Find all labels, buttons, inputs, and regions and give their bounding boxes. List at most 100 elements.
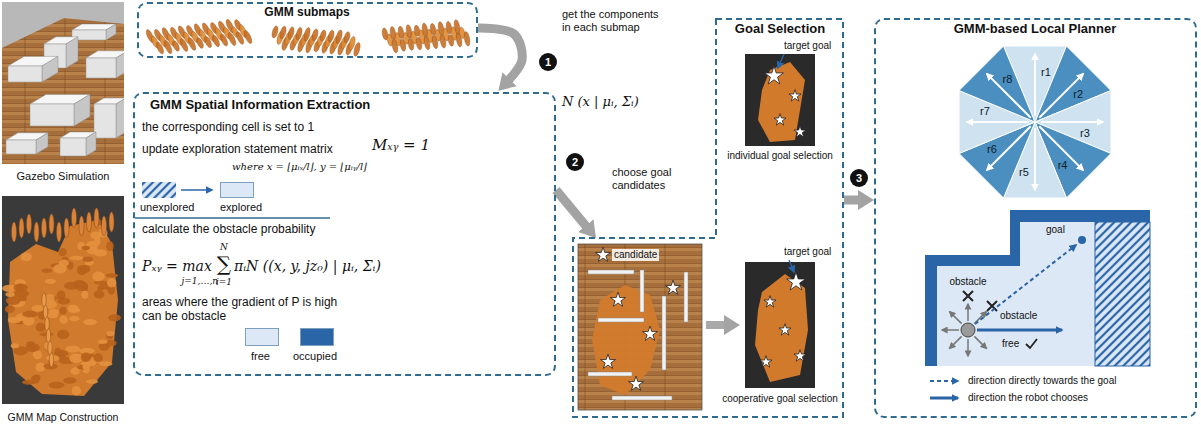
direction-octagon bbox=[959, 46, 1111, 198]
block-side bbox=[66, 37, 78, 68]
gaussian-ellipse bbox=[93, 353, 103, 362]
formula-limit: j=1,…,n bbox=[182, 276, 219, 286]
block-side bbox=[36, 133, 48, 154]
map-panel bbox=[745, 54, 815, 146]
wall-ellipse bbox=[102, 216, 107, 236]
wall-ellipse bbox=[27, 214, 32, 234]
formula: Pₓᵧ = max bbox=[142, 258, 212, 274]
gaussian-ellipse bbox=[22, 311, 37, 318]
sector-label: r6 bbox=[987, 143, 997, 156]
wall-ellipse bbox=[34, 222, 39, 242]
gaussian-ellipse bbox=[67, 304, 78, 312]
direction-arrow bbox=[987, 126, 1031, 170]
pointer-line bbox=[789, 260, 794, 272]
explored-region bbox=[592, 285, 660, 395]
goal-star bbox=[794, 126, 806, 137]
unexplored-area bbox=[1095, 222, 1150, 366]
gaussian-ellipse bbox=[99, 361, 113, 366]
formula-limit: N bbox=[220, 242, 228, 252]
formula: N (x | μᵢ, Σᵢ) bbox=[562, 95, 639, 110]
legend-text: explored bbox=[220, 201, 262, 214]
goal-star bbox=[794, 350, 806, 361]
wood-floor bbox=[578, 244, 702, 410]
goal-star bbox=[665, 280, 680, 294]
gaussian-ellipse bbox=[105, 273, 118, 277]
map-panel bbox=[745, 262, 815, 388]
map-ground bbox=[2, 196, 124, 404]
legend-swatch bbox=[300, 328, 334, 346]
gaussian-ellipse bbox=[106, 331, 114, 336]
wall-block bbox=[684, 272, 688, 322]
block-side bbox=[116, 51, 124, 78]
gaussian-ellipse bbox=[108, 314, 121, 321]
legend-text: direction directly towards the goal bbox=[968, 375, 1116, 387]
gaussian-ellipse bbox=[57, 330, 69, 339]
map-label: free bbox=[1002, 338, 1019, 350]
direction-arrow bbox=[967, 121, 1029, 123]
caption: cooperative goal selection bbox=[722, 393, 838, 405]
wall-ellipse bbox=[49, 214, 54, 234]
wall-block bbox=[640, 270, 644, 312]
caption: individual goal selection bbox=[727, 150, 833, 162]
wall-ellipse bbox=[49, 353, 53, 367]
wall-ellipse bbox=[72, 208, 77, 228]
goal-star bbox=[789, 90, 801, 101]
direction-arrow bbox=[1039, 74, 1083, 118]
wall-ellipse bbox=[12, 222, 17, 242]
goal-point bbox=[1078, 236, 1086, 244]
panel-title: GMM submaps bbox=[264, 6, 349, 20]
block-front bbox=[8, 66, 42, 82]
goal-star bbox=[595, 247, 610, 261]
transition-arrow bbox=[181, 189, 212, 191]
gmm-map-render bbox=[2, 196, 124, 404]
gaussian-ellipse bbox=[463, 31, 471, 46]
gaussian-ellipse bbox=[6, 296, 21, 305]
goal-star bbox=[760, 356, 772, 367]
legend-sample bbox=[930, 397, 958, 400]
body-text: areas where the gradient of P is high ca… bbox=[142, 296, 342, 324]
wall-ellipse bbox=[87, 212, 92, 232]
gmm-submaps bbox=[145, 18, 471, 57]
gaussian-ellipse bbox=[36, 323, 46, 332]
gaussian-ellipse bbox=[70, 256, 84, 260]
gaussian-ellipse bbox=[26, 341, 35, 347]
dashed-border bbox=[573, 19, 843, 417]
goal-star bbox=[765, 66, 784, 84]
panel-title: GMM-based Local Planner bbox=[954, 22, 1117, 37]
sector-label: r3 bbox=[1080, 127, 1090, 140]
process-arrow bbox=[556, 190, 588, 229]
edge-label: choose goal candidates bbox=[612, 166, 708, 191]
callout-circle bbox=[850, 169, 868, 187]
legend-text: occupied bbox=[293, 350, 337, 363]
gaussian-ellipse bbox=[98, 340, 107, 344]
dashed-panel: GMM Spatial Information Extractionthe co… bbox=[133, 92, 556, 376]
candidate-map bbox=[578, 244, 702, 410]
caption: GMM Map Construction bbox=[8, 411, 119, 423]
gaussian-ellipse bbox=[81, 291, 88, 299]
candidate-direction bbox=[967, 304, 969, 321]
gaussian-ellipse bbox=[86, 379, 98, 384]
direction-arrow bbox=[1034, 54, 1036, 116]
gaussian-ellipse bbox=[69, 316, 80, 321]
candidate-direction bbox=[942, 329, 959, 331]
callout-circle bbox=[539, 53, 557, 71]
gaussian-ellipse bbox=[72, 386, 81, 395]
dashed-panel: GMM submaps bbox=[137, 2, 478, 58]
chosen-direction bbox=[977, 329, 1062, 332]
separator-line bbox=[135, 217, 330, 219]
callout-number: 2 bbox=[572, 156, 578, 169]
block-side bbox=[106, 24, 116, 40]
gaussian-ellipse bbox=[69, 353, 83, 363]
gaussian-ellipse bbox=[106, 241, 114, 251]
gaussian-ellipse bbox=[94, 249, 108, 256]
caption: Gazebo Simulation bbox=[17, 170, 110, 183]
legend-swatch bbox=[245, 328, 279, 346]
wall-block bbox=[612, 396, 672, 400]
legend-sample bbox=[142, 182, 176, 198]
map-label: obstacle bbox=[949, 276, 986, 288]
map-label: goal bbox=[1046, 224, 1065, 236]
gaussian-ellipse bbox=[49, 382, 65, 389]
gaussian-ellipse bbox=[57, 298, 70, 305]
gaussian-ellipse bbox=[41, 269, 52, 273]
occupied-wall bbox=[925, 255, 1020, 266]
